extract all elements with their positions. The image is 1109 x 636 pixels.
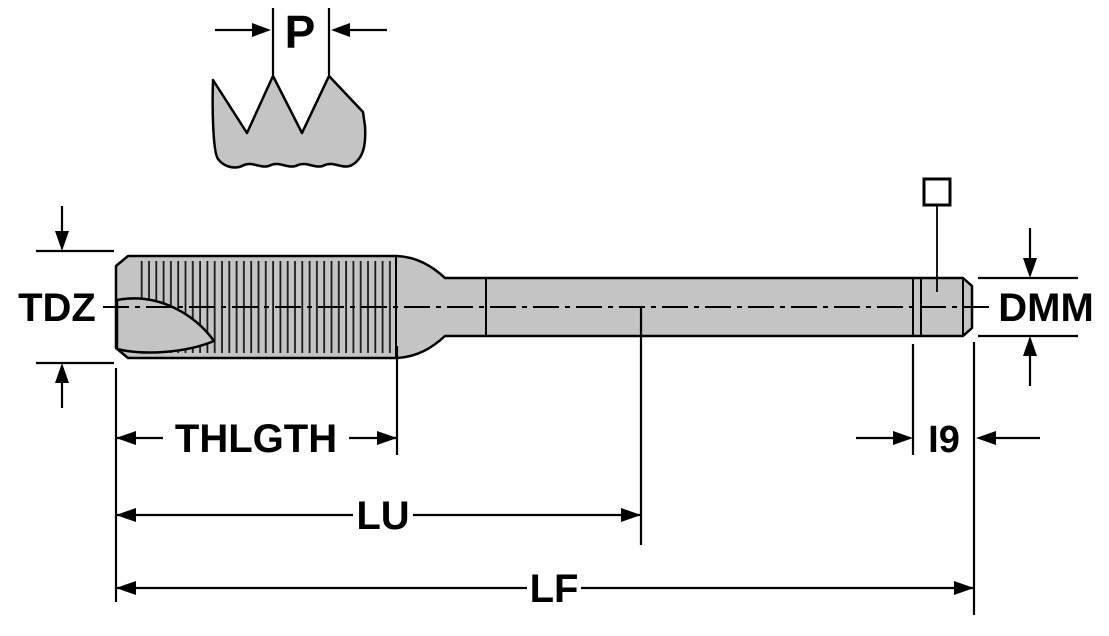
- tdz-dimension-lines: [36, 206, 114, 408]
- dmm-top-arrowhead: [1023, 258, 1037, 278]
- thlgth-left-arrowhead: [116, 431, 136, 445]
- lf-dimension-lines: [116, 342, 976, 615]
- dmm-bottom-arrowhead: [1023, 336, 1037, 356]
- dim-functional-length: LF: [116, 342, 976, 615]
- tdz-bottom-arrowhead: [55, 363, 69, 383]
- dim-usable-length: LU: [116, 308, 643, 545]
- thlgth-right-arrowhead: [377, 431, 397, 445]
- lf-right-arrowhead: [954, 581, 974, 595]
- pitch-right-arrowhead: [331, 23, 350, 37]
- dim-shank-diameter: DMM: [978, 228, 1094, 386]
- functional-length-label: LF: [530, 567, 579, 611]
- thread-size-label: TDZ: [18, 286, 96, 330]
- lu-right-arrowhead: [621, 508, 641, 522]
- thread-length-label: THLGTH: [175, 417, 337, 461]
- shank-diameter-label: DMM: [998, 286, 1094, 330]
- i9-left-arrowhead: [893, 431, 913, 445]
- tdz-top-arrowhead: [55, 231, 69, 251]
- square-length-label: I9: [928, 419, 960, 461]
- thlgth-dimension-lines: [114, 346, 399, 602]
- dim-thread-size: TDZ: [18, 206, 114, 408]
- dim-pitch: P: [215, 6, 387, 75]
- dim-square-length: I9: [856, 344, 1040, 461]
- usable-length-label: LU: [356, 494, 409, 538]
- i9-right-arrowhead: [976, 431, 996, 445]
- tap-body: [103, 177, 992, 360]
- lu-left-arrowhead: [116, 508, 136, 522]
- flute-groove: [115, 297, 216, 354]
- dim-thread-length: THLGTH: [114, 346, 399, 602]
- dmm-dimension-lines: [978, 228, 1078, 386]
- thread-profile-shape: [211, 74, 367, 169]
- thread-profile-detail: [211, 74, 367, 169]
- pitch-left-arrowhead: [252, 23, 271, 37]
- lu-dimension-lines: [116, 308, 643, 545]
- square-drive-symbol: [922, 177, 952, 207]
- i9-dimension-lines: [856, 344, 1040, 455]
- pitch-label: P: [285, 6, 316, 58]
- lf-left-arrowhead: [116, 581, 136, 595]
- pitch-dimension-lines: [215, 8, 387, 75]
